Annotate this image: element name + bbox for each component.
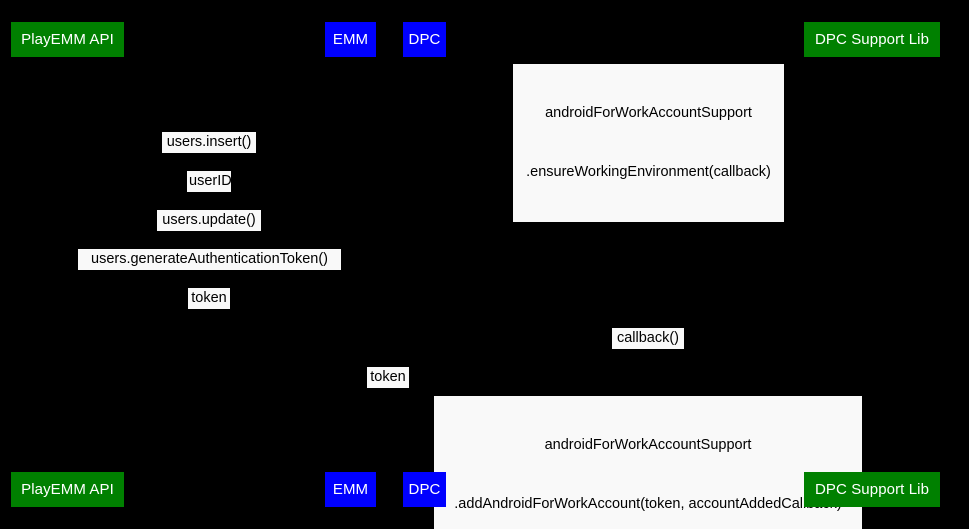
message-line-1: androidForWorkAccountSupport bbox=[545, 105, 752, 121]
message-label-ensure-working-environment: androidForWorkAccountSupport .ensureWork… bbox=[513, 64, 784, 222]
participant-label: PlayEMM API bbox=[21, 31, 114, 48]
participant-top-dpc-support-lib[interactable]: DPC Support Lib bbox=[804, 22, 940, 57]
participant-label: EMM bbox=[332, 31, 369, 48]
message-label-user-id: userID bbox=[187, 171, 232, 192]
participant-bottom-dpc[interactable]: DPC bbox=[403, 472, 446, 507]
message-label-users-generate-authentication-token: users.generateAuthenticationToken() bbox=[78, 249, 341, 270]
participant-bottom-dpc-support-lib[interactable]: DPC Support Lib bbox=[804, 472, 940, 507]
participant-bottom-playemm-api[interactable]: PlayEMM API bbox=[11, 472, 124, 507]
participant-label: DPC bbox=[408, 481, 441, 498]
participant-label: EMM bbox=[332, 481, 369, 498]
participant-label: DPC bbox=[408, 31, 441, 48]
message-label-users-update: users.update() bbox=[157, 210, 261, 231]
lifeline-playemm-api bbox=[67, 57, 68, 472]
lifeline-emm bbox=[350, 57, 351, 472]
message-label-callback: callback() bbox=[612, 328, 684, 349]
lifeline-dpc-support-lib bbox=[871, 57, 872, 472]
lifeline-dpc bbox=[424, 57, 425, 472]
participant-label: DPC Support Lib bbox=[814, 31, 930, 48]
participant-top-emm[interactable]: EMM bbox=[325, 22, 376, 57]
message-label-token-to-dpc: token bbox=[367, 367, 409, 388]
message-label-users-insert: users.insert() bbox=[162, 132, 256, 153]
participant-label: DPC Support Lib bbox=[814, 481, 930, 498]
participant-label: PlayEMM API bbox=[21, 481, 114, 498]
message-line-1: androidForWorkAccountSupport bbox=[544, 437, 752, 453]
participant-top-dpc[interactable]: DPC bbox=[403, 22, 446, 57]
participant-bottom-emm[interactable]: EMM bbox=[325, 472, 376, 507]
message-line-2: .ensureWorkingEnvironment(callback) bbox=[526, 163, 771, 180]
message-label-add-android-for-work-account: androidForWorkAccountSupport .addAndroid… bbox=[434, 396, 862, 529]
message-line-2: .addAndroidForWorkAccount(token, account… bbox=[454, 495, 842, 512]
message-label-token-to-emm: token bbox=[188, 288, 230, 309]
participant-top-playemm-api[interactable]: PlayEMM API bbox=[11, 22, 124, 57]
